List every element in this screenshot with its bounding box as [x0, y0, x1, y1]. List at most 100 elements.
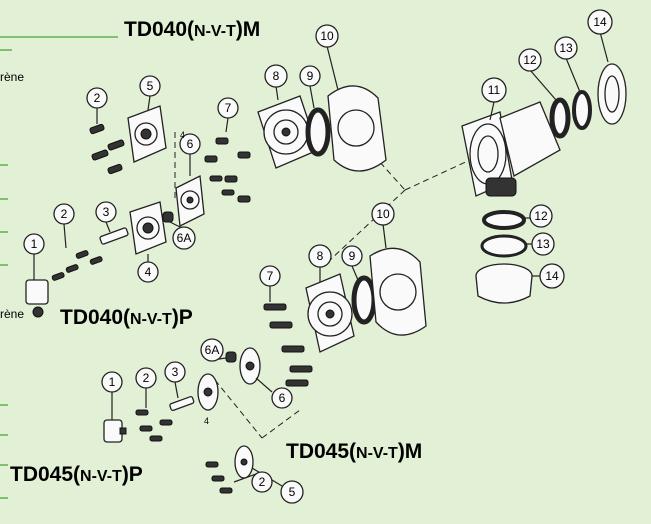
ring-part-13-upper	[572, 90, 592, 130]
callouts: 2 5 7 6 8 9 10 2 3 1 4 6A 11 12 13 14 12…	[23, 9, 613, 504]
ring-part-9-lower	[351, 275, 377, 325]
elbow-body-part-11	[461, 101, 561, 197]
svg-text:8: 8	[273, 69, 280, 83]
callout-13-upper: 13	[554, 36, 581, 93]
callout-6-lower: 6	[255, 377, 293, 409]
bolt-set-2-lower	[135, 409, 173, 442]
svg-text:2: 2	[61, 207, 68, 221]
title-td040m: TD040(N-V-T)M	[124, 18, 260, 41]
callout-8-upper: 8	[264, 64, 288, 101]
nut-part-14-lower	[475, 263, 533, 304]
callout-4-middle: 4	[137, 254, 159, 283]
bolt-set-2-upper	[89, 123, 125, 175]
callout-6a-lower: 6A	[200, 338, 227, 362]
callout-6-upper: 6	[179, 133, 201, 176]
small-label-4-upper: 4	[180, 130, 185, 140]
left-table-fragments: rène rène	[0, 36, 118, 499]
spring-part-6a-lower	[225, 351, 237, 363]
small-label-4-lower: 4	[204, 416, 209, 426]
svg-text:5: 5	[147, 79, 154, 93]
svg-text:10: 10	[376, 207, 390, 221]
stem-part-3-lower	[169, 396, 195, 412]
callout-1-lower: 1	[101, 371, 123, 420]
ring-part-13-lower	[480, 234, 528, 258]
svg-text:14: 14	[593, 15, 607, 29]
svg-text:14: 14	[545, 269, 559, 283]
svg-text:6: 6	[279, 391, 286, 405]
callout-2-bottom: 2	[233, 471, 273, 493]
svg-text:4: 4	[145, 265, 152, 279]
callout-12-upper: 12	[518, 48, 557, 101]
callout-11: 11	[481, 77, 507, 121]
svg-text:8: 8	[317, 249, 324, 263]
bolt-set-2-middle	[51, 250, 103, 281]
cover-part-4-middle	[129, 201, 167, 255]
svg-text:6A: 6A	[177, 231, 192, 245]
svg-text:6: 6	[187, 137, 194, 151]
callout-9-lower: 9	[341, 245, 363, 281]
svg-text:9: 9	[307, 69, 314, 83]
callout-10-lower: 10	[371, 202, 395, 249]
svg-text:7: 7	[267, 269, 274, 283]
bolt-set-middle-right	[209, 175, 235, 196]
svg-text:2: 2	[94, 91, 101, 105]
plate-part-6-upper	[175, 174, 205, 228]
stem-part-3-middle	[99, 227, 129, 245]
svg-text:1: 1	[109, 375, 116, 389]
svg-text:9: 9	[349, 249, 356, 263]
callout-8-lower: 8	[308, 244, 332, 282]
svg-text:12: 12	[534, 209, 548, 223]
callout-2-middle: 2	[53, 203, 75, 249]
callout-5-upper: 5	[139, 75, 161, 111]
svg-text:10: 10	[320, 29, 334, 43]
screw-set-7-lower	[263, 303, 313, 387]
nut-part-14-upper	[597, 63, 627, 125]
valve-body-part-8-lower	[305, 273, 355, 353]
callout-14-upper: 14	[587, 9, 613, 63]
callout-9-upper: 9	[299, 65, 321, 109]
title-td045m: TD045(N-V-T)M	[286, 440, 422, 463]
coil-part-1-lower	[103, 419, 127, 443]
callout-3-middle: 3	[95, 201, 117, 233]
svg-text:5: 5	[289, 485, 296, 499]
title-td045p: TD045(N-V-T)P	[10, 463, 143, 486]
svg-text:2: 2	[259, 475, 266, 489]
svg-text:13: 13	[559, 41, 573, 55]
ring-part-12-upper	[549, 97, 571, 139]
callout-2-upper: 2	[86, 87, 108, 124]
callout-14-lower: 14	[532, 263, 565, 289]
svg-text:1: 1	[31, 237, 38, 251]
callout-7-upper: 7	[217, 97, 239, 133]
cover-part-lower-left	[197, 373, 219, 411]
callout-7-lower: 7	[259, 265, 281, 302]
callout-13-lower: 13	[526, 232, 555, 256]
svg-text:3: 3	[103, 205, 110, 219]
svg-text:13: 13	[536, 237, 550, 251]
coil-part-1-middle	[25, 279, 49, 318]
side-text-middle: rène	[0, 307, 24, 321]
gasket-part-10-upper	[327, 85, 387, 172]
svg-text:11: 11	[488, 83, 501, 97]
callout-6a-middle: 6A	[169, 221, 196, 250]
ring-part-12-lower	[482, 210, 526, 230]
bolt-set-2-bottom	[205, 461, 233, 494]
plate-part-6-lower	[239, 347, 261, 385]
callout-2-lower: 2	[135, 367, 157, 408]
spring-part-6a-middle	[162, 211, 174, 223]
ring-part-9-upper	[305, 107, 331, 157]
valve-body-part-8-upper	[257, 95, 319, 169]
side-text-top: rène	[0, 70, 24, 84]
callout-3-lower: 3	[164, 361, 186, 399]
gasket-part-10-lower	[369, 247, 427, 336]
callout-10-upper: 10	[315, 24, 339, 91]
callout-1-middle: 1	[23, 233, 45, 280]
svg-text:2: 2	[143, 371, 150, 385]
screw-set-7-upper	[204, 137, 251, 203]
cover-part-5-lower	[234, 445, 254, 479]
callout-12-lower: 12	[524, 204, 553, 228]
title-td040p: TD040(N-V-T)P	[60, 306, 193, 329]
svg-text:3: 3	[172, 365, 179, 379]
svg-text:7: 7	[225, 101, 232, 115]
